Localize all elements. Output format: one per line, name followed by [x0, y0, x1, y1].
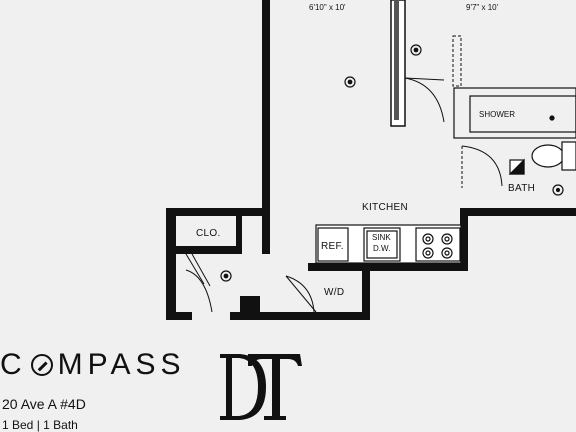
bath-label: BATH — [508, 183, 536, 194]
wall-bath-bottom — [460, 208, 576, 216]
light-fixtures — [220, 44, 422, 282]
toilet — [531, 144, 565, 168]
stove — [415, 227, 461, 262]
bathroom — [453, 87, 576, 196]
shower-drain — [549, 115, 555, 121]
floor-plan — [166, 0, 576, 320]
bath-door-swing — [461, 145, 503, 187]
sink-label: SINK — [372, 233, 391, 242]
listing-address: 20 Ave A #4D — [2, 396, 86, 412]
wall-step — [308, 263, 468, 271]
wall-right-lower — [362, 266, 370, 320]
walls — [166, 0, 576, 320]
wall-left-upper — [262, 0, 270, 254]
closet-label: CLO. — [196, 228, 221, 239]
refrigerator — [317, 227, 349, 262]
listing-beds-baths: 1 Bed | 1 Bath — [2, 418, 78, 432]
kitchen-label: KITCHEN — [362, 202, 408, 213]
wall-kitchen-right — [460, 208, 468, 271]
wall-left-step-top — [166, 208, 268, 216]
washer-dryer-label: W/D — [324, 287, 345, 298]
wall-bottom-left — [166, 312, 192, 320]
shower-label: SHOWER — [479, 110, 515, 119]
bedroom-door-swing — [404, 77, 445, 123]
kitchen-appliances — [315, 224, 462, 264]
room-dimension-left: 6'10" x 10' — [309, 3, 346, 12]
compass-o-icon — [30, 354, 53, 376]
room-dimension-right: 9'7" x 10' — [466, 3, 499, 12]
wall-left-outer — [166, 208, 176, 320]
wall-closet-right — [236, 216, 242, 254]
dishwasher-label: D.W. — [373, 244, 391, 253]
dashed-opening — [452, 35, 462, 87]
bath-sink — [552, 184, 564, 196]
wall-bottom — [230, 312, 370, 320]
door-swings — [185, 35, 503, 313]
wd-door-swing — [285, 275, 315, 313]
closet-stub — [240, 296, 260, 312]
partition-core — [394, 0, 399, 120]
refrigerator-label: REF. — [321, 241, 344, 252]
dt-monogram-logo — [220, 354, 302, 420]
closet-door-swing — [185, 269, 213, 313]
shower-stall — [453, 87, 576, 139]
wall-closet-bottom — [176, 246, 242, 254]
